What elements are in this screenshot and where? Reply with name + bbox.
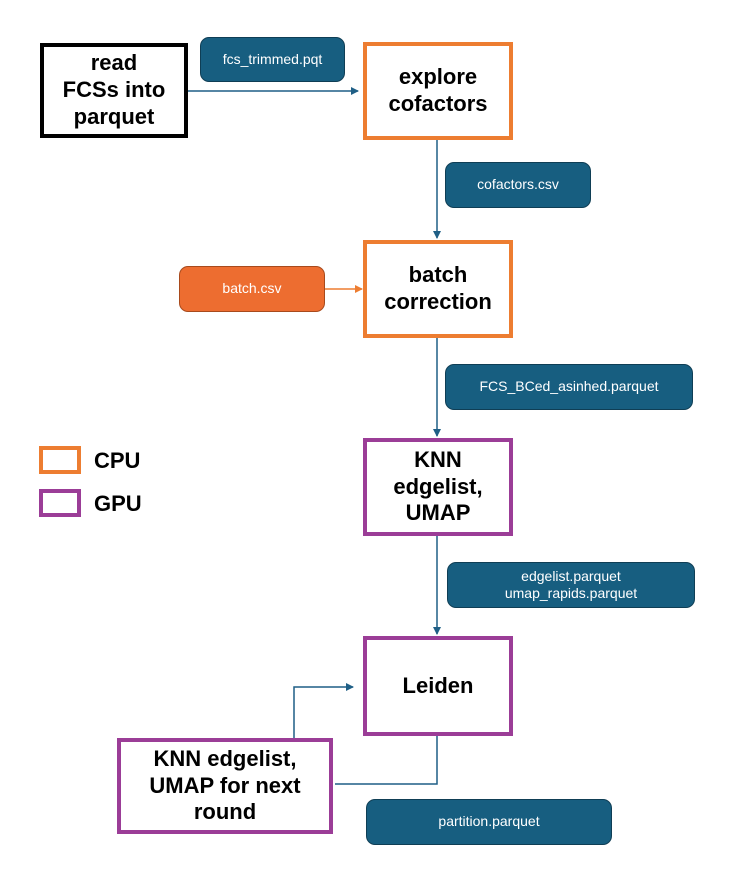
file-partition: partition.parquet bbox=[366, 799, 612, 845]
node-knn-next-round: KNN edgelist, UMAP for next round bbox=[117, 738, 333, 834]
legend-gpu-label: GPU bbox=[94, 491, 142, 516]
file-fcs-bced: FCS_BCed_asinhed.parquet bbox=[445, 364, 693, 410]
node-batch-correction: batch correction bbox=[363, 240, 513, 338]
legend-gpu-swatch bbox=[39, 489, 81, 517]
arrow-leiden-to-next-round bbox=[335, 736, 438, 785]
node-read-fcs: read FCSs into parquet bbox=[40, 43, 188, 138]
node-explore-cofactors: explore cofactors bbox=[363, 42, 513, 140]
file-cofactors: cofactors.csv bbox=[445, 162, 591, 208]
legend-cpu-label: CPU bbox=[94, 448, 141, 473]
legend-cpu-swatch bbox=[39, 446, 81, 474]
file-edgelist-umap: edgelist.parquet umap_rapids.parquet bbox=[447, 562, 695, 608]
file-fcs-trimmed: fcs_trimmed.pqt bbox=[200, 37, 345, 82]
node-leiden: Leiden bbox=[363, 636, 513, 736]
node-knn-umap: KNN edgelist, UMAP bbox=[363, 438, 513, 536]
arrow-next-round-to-leiden bbox=[293, 683, 354, 738]
file-batch-csv: batch.csv bbox=[179, 266, 325, 312]
